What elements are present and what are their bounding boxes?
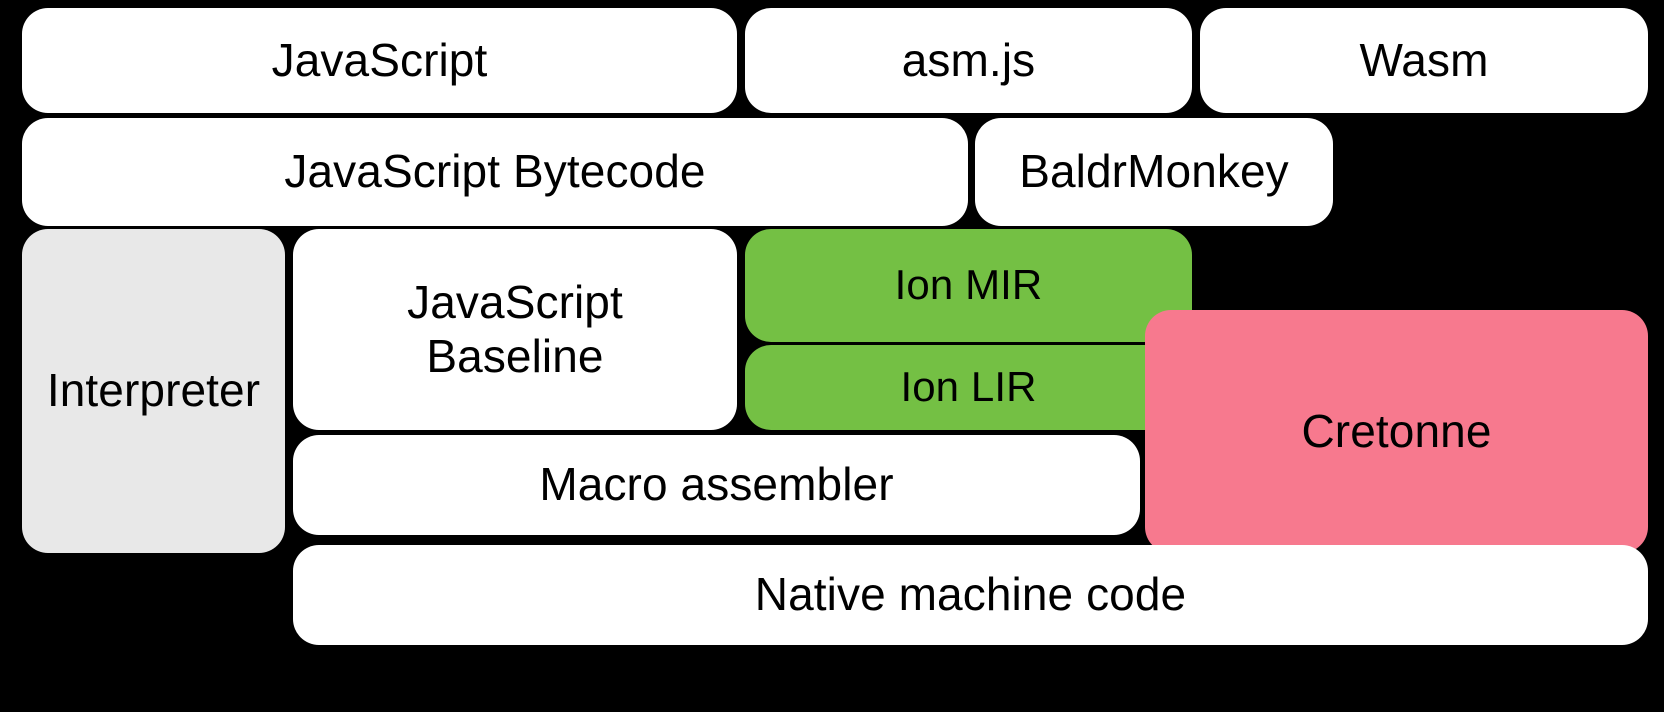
node-ion-mir: Ion MIR [745, 229, 1192, 342]
node-native-machine-code: Native machine code [293, 545, 1648, 645]
node-asm-js: asm.js [745, 8, 1192, 113]
node-interpreter: Interpreter [22, 229, 285, 553]
node-javascript-bytecode: JavaScript Bytecode [22, 118, 968, 226]
node-wasm: Wasm [1200, 8, 1648, 113]
node-macro-assembler: Macro assembler [293, 435, 1140, 535]
node-baldrmonkey: BaldrMonkey [975, 118, 1333, 226]
node-cretonne: Cretonne [1145, 310, 1648, 553]
node-ion-lir: Ion LIR [745, 345, 1192, 430]
node-javascript: JavaScript [22, 8, 737, 113]
node-javascript-baseline: JavaScript Baseline [293, 229, 737, 430]
